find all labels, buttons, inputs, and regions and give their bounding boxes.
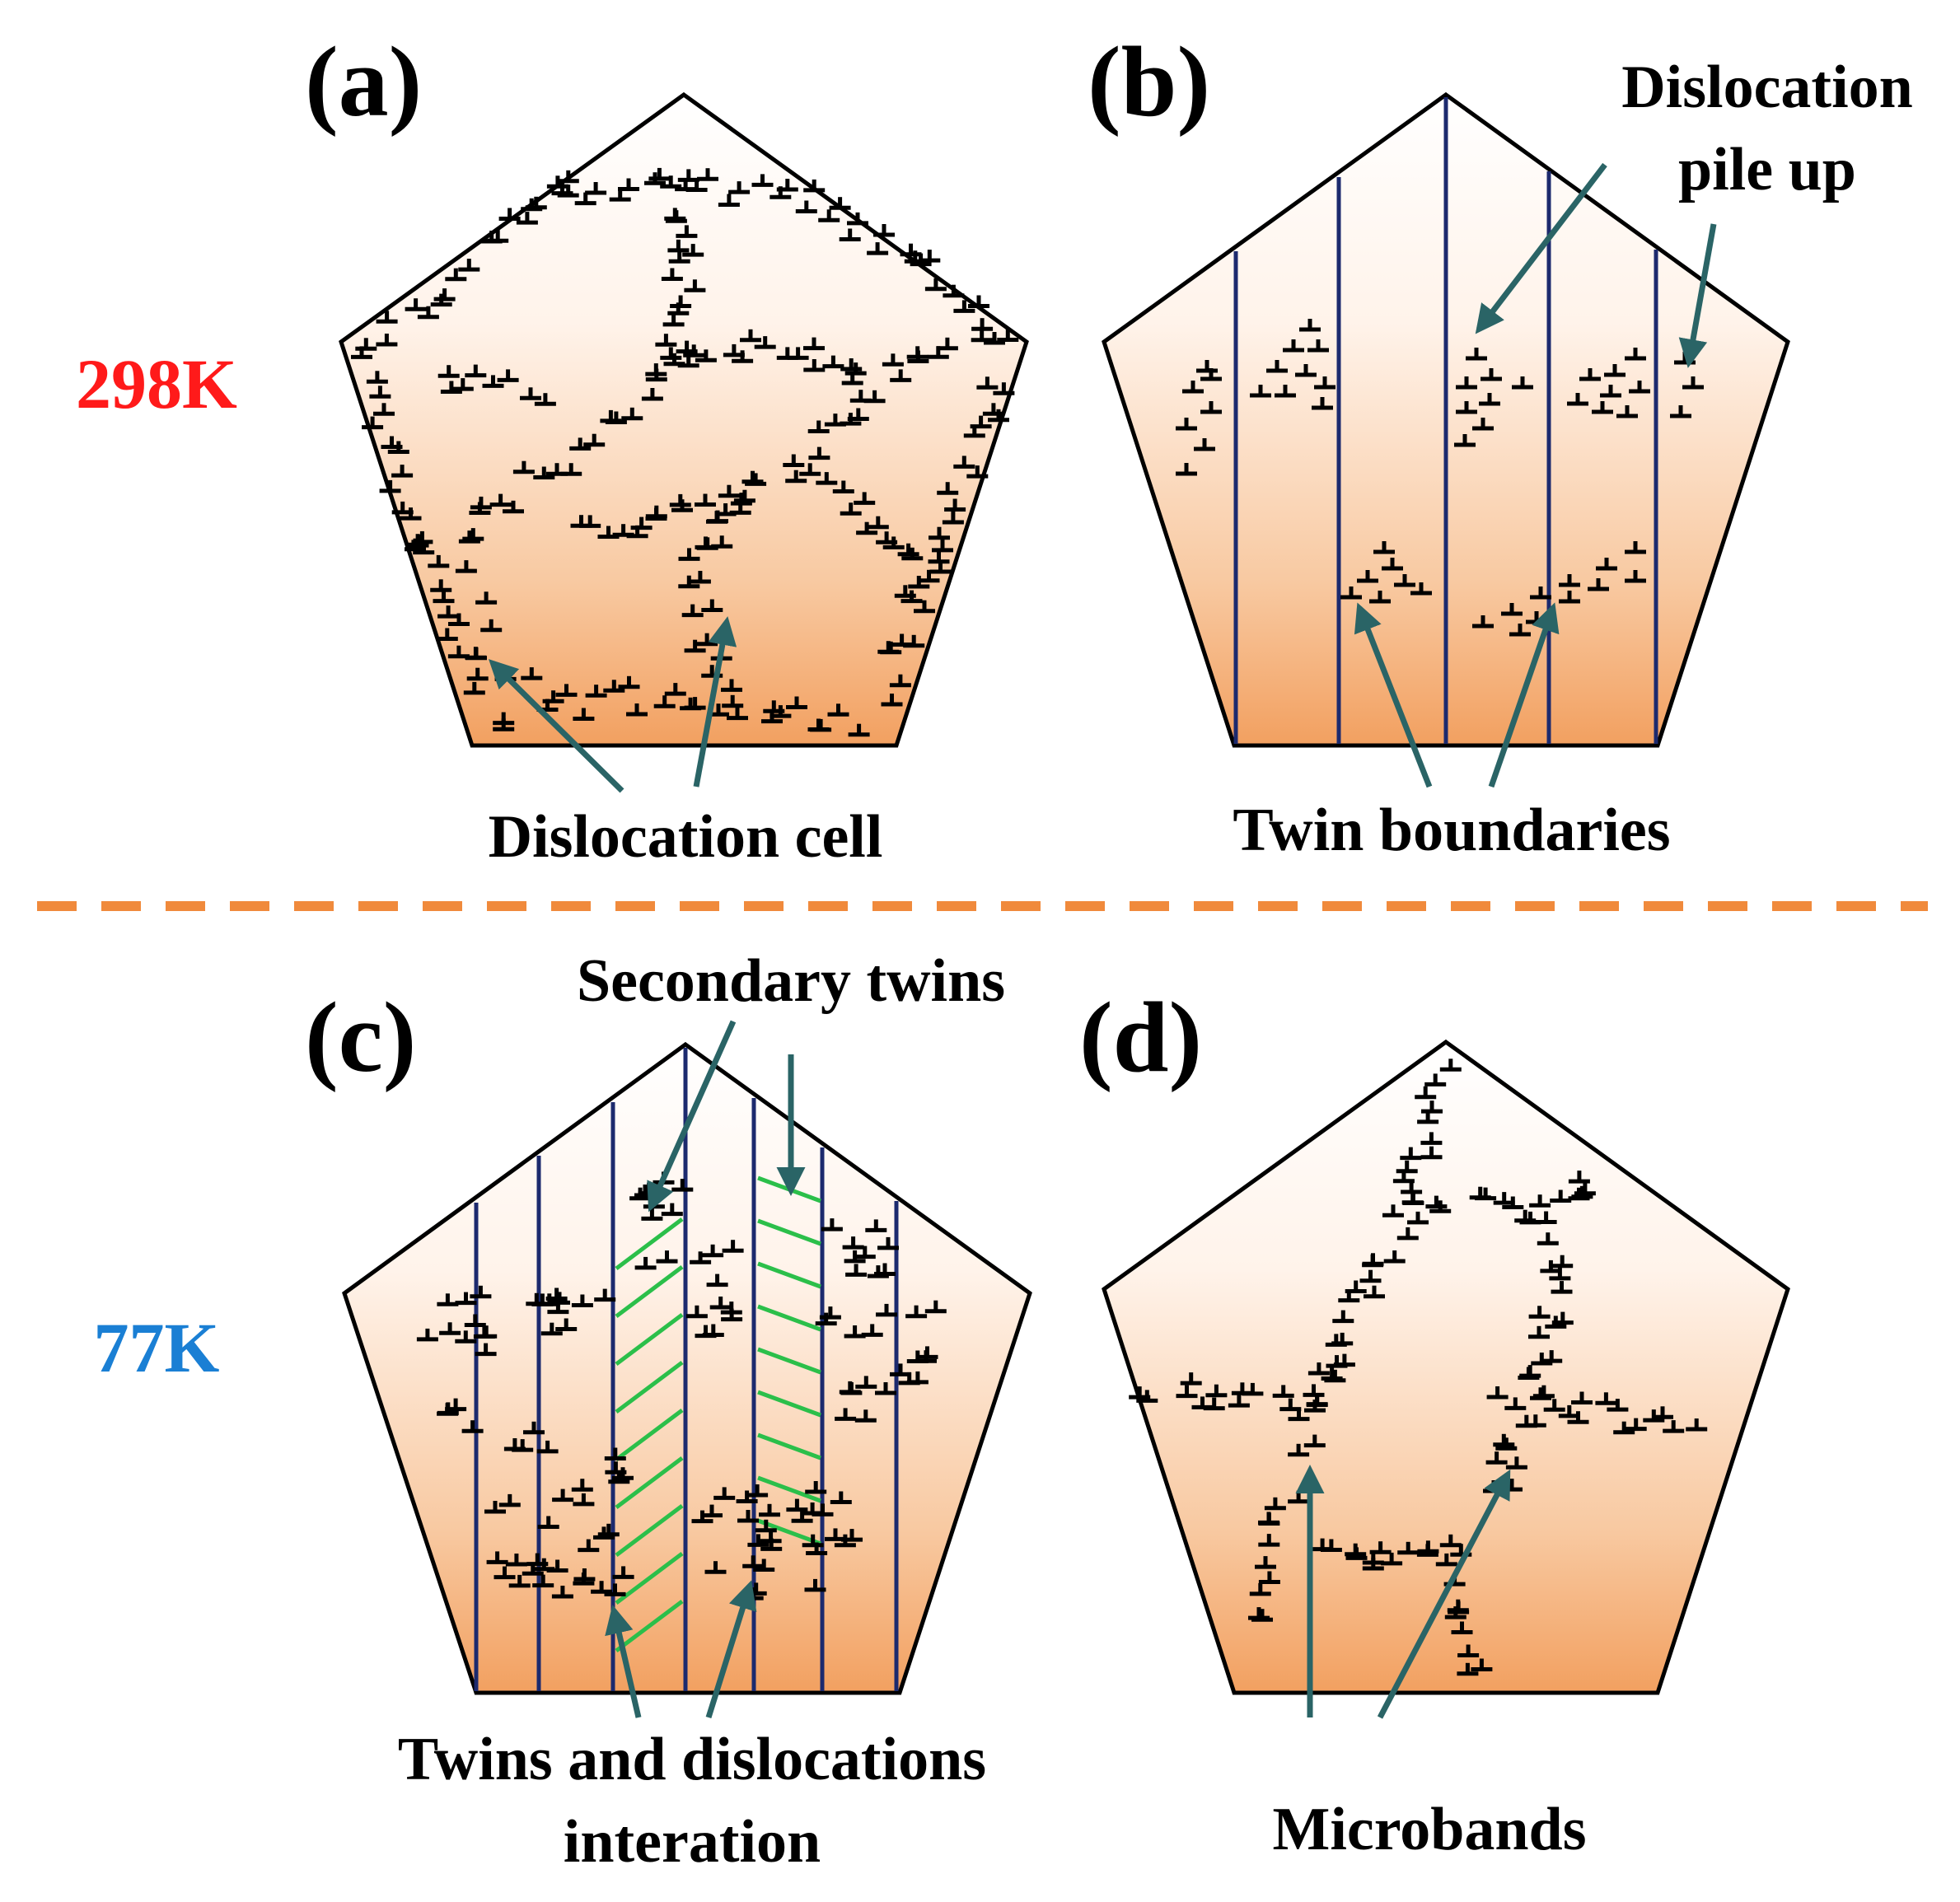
arrow-pileup-1 <box>1475 162 1607 334</box>
secondary-twin-line <box>757 1261 821 1289</box>
secondary-twin-line <box>757 1518 821 1546</box>
panel-b: (b) Dislocation pile up Twin boundaries <box>1088 26 1913 864</box>
secondary-twins <box>615 1175 821 1652</box>
panel-d: (d) Microbands <box>1079 982 1790 1863</box>
panel-label-c: (c) <box>305 982 416 1093</box>
secondary-twin-line <box>615 1409 684 1461</box>
annotation-dislocation: Dislocation <box>1621 54 1913 121</box>
arrow-microband-2 <box>1377 1469 1511 1719</box>
secondary-twin-line <box>757 1432 821 1460</box>
dislocation-symbol <box>900 244 922 255</box>
secondary-twin-line <box>757 1390 821 1418</box>
secondary-twin-line <box>757 1304 821 1332</box>
arrow-twin-1 <box>1354 602 1433 788</box>
arrow-interaction-2 <box>705 1580 757 1719</box>
panel-label-a: (a) <box>305 26 422 138</box>
arrow-interaction-1 <box>605 1605 642 1718</box>
secondary-twin-line <box>757 1475 821 1503</box>
annotation-dislocation-cell: Dislocation cell <box>489 803 883 871</box>
row-label-77k: 77K <box>94 1308 220 1387</box>
row-label-298k: 298K <box>76 344 237 423</box>
annotation-pile-up: pile up <box>1678 136 1856 203</box>
secondary-twin-line <box>615 1313 684 1366</box>
secondary-twin-line <box>757 1218 821 1246</box>
secondary-twin-line <box>615 1600 684 1652</box>
annotation-secondary-twins: Secondary twins <box>577 947 1005 1015</box>
arrow-secondary-1 <box>647 1020 737 1213</box>
panel-label-d: (d) <box>1079 982 1202 1093</box>
secondary-twin-line <box>757 1347 821 1375</box>
panel-label-b: (b) <box>1088 26 1210 138</box>
annotation-twin-boundaries: Twin boundaries <box>1233 797 1670 864</box>
annotation-interation: interation <box>564 1808 821 1876</box>
secondary-twin-line <box>615 1456 684 1509</box>
annotation-microbands: Microbands <box>1272 1796 1586 1863</box>
dislocation-symbol <box>873 224 895 235</box>
annotation-twins-dislocations: Twins and dislocations <box>398 1726 986 1793</box>
panel-c: (c) Secondary twins Twins and dislocatio… <box>305 947 1032 1876</box>
panel-a: (a) Dislocation cell <box>305 26 1029 871</box>
secondary-twin-line <box>615 1361 684 1414</box>
grain-a <box>339 91 1029 748</box>
arrow-pileup-2 <box>1678 223 1717 368</box>
secondary-twin-line <box>615 1504 684 1557</box>
secondary-twin-line <box>615 1265 684 1318</box>
secondary-twin-line <box>615 1217 684 1270</box>
arrow-cell-1 <box>489 659 624 793</box>
arrow-twin-2 <box>1488 602 1560 788</box>
arrow-cell-2 <box>693 616 737 787</box>
secondary-twin-line <box>615 1552 684 1605</box>
grain-d <box>1102 1039 1790 1695</box>
twin-boundaries-b <box>1233 97 1658 744</box>
